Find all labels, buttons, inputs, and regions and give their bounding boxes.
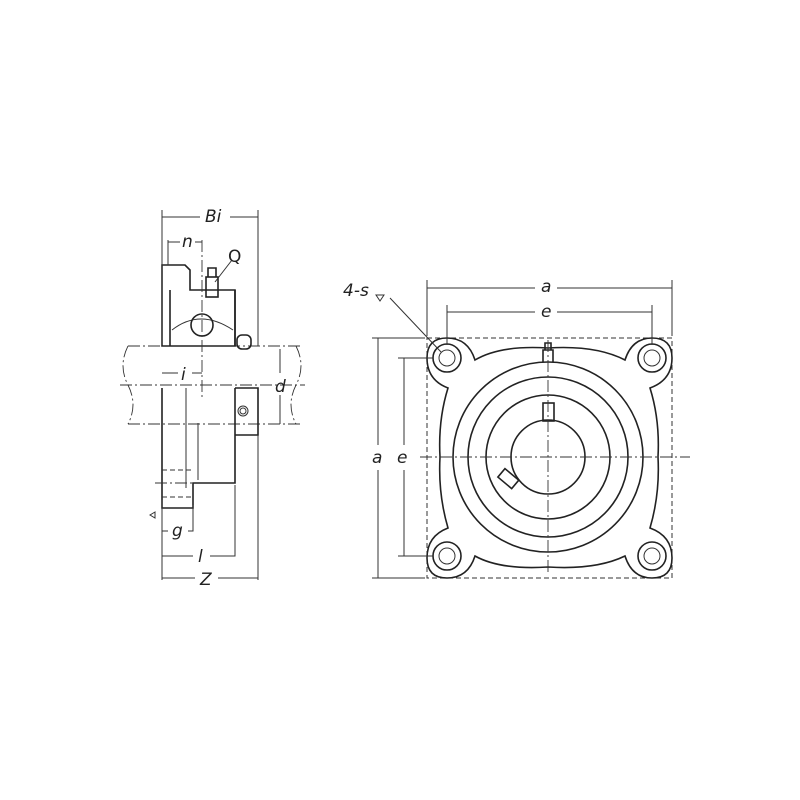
housing-lower <box>161 388 236 509</box>
label-Z: Z <box>199 570 212 590</box>
set-screw <box>236 334 252 350</box>
label-Q: Q <box>228 247 241 267</box>
label-a-top: a <box>541 277 551 297</box>
label-n: n <box>182 232 193 252</box>
housing-body <box>426 337 673 579</box>
bolt-hole <box>432 541 462 571</box>
housing-inner <box>169 290 236 346</box>
label-l: l <box>198 547 203 567</box>
collar <box>235 387 259 436</box>
surface-mark-icon <box>375 294 385 302</box>
label-4-s: 4-s <box>343 281 369 301</box>
surface-mark-icon <box>149 511 156 519</box>
set-screw <box>496 467 520 490</box>
label-a-left: a <box>372 448 382 468</box>
bolt-hole <box>637 541 667 571</box>
side-view: Bi n Q i d g l Z <box>120 207 305 590</box>
grease-nipple <box>205 276 219 298</box>
label-e-left: e <box>397 448 407 468</box>
set-screw <box>542 402 555 422</box>
label-Bi: Bi <box>205 207 222 227</box>
housing-upper <box>161 264 236 347</box>
label-e-top: e <box>541 302 551 322</box>
front-view: 4-s a e a e <box>343 277 690 579</box>
label-i: i <box>181 365 186 385</box>
label-g: g <box>172 521 183 541</box>
flange-outline <box>426 337 673 579</box>
bolt-hole <box>637 343 667 373</box>
label-d: d <box>275 377 286 397</box>
